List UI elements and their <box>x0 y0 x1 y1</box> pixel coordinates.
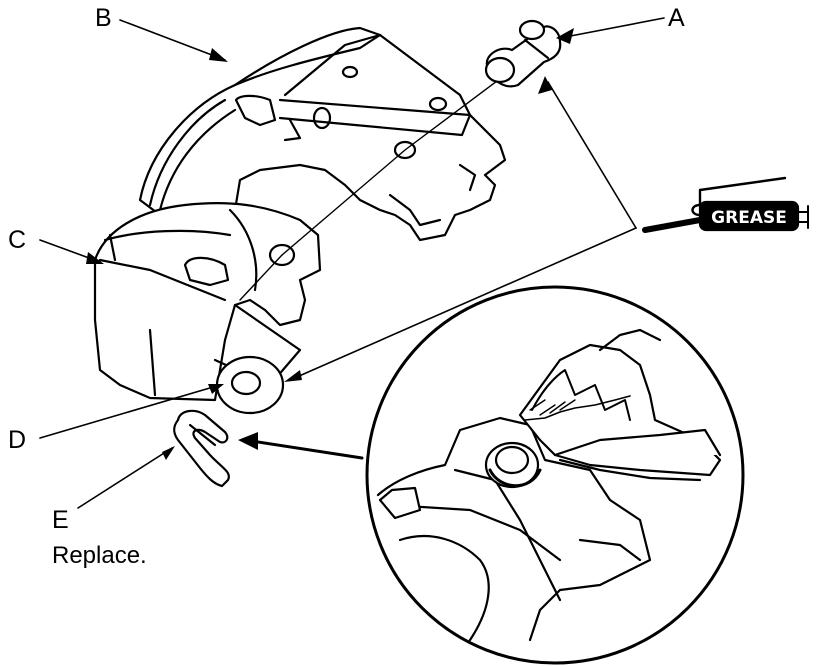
callout-e: E <box>52 506 69 534</box>
brake-shoe-c <box>93 202 322 402</box>
callout-a: A <box>668 4 685 32</box>
replace-note: Replace. <box>52 542 147 569</box>
brake-shoe-b <box>138 26 507 242</box>
retaining-clip-e <box>173 409 230 488</box>
callout-b: B <box>95 4 112 32</box>
leader-d <box>39 384 221 439</box>
leader-detail <box>243 438 364 460</box>
callout-d: D <box>8 426 27 454</box>
leader-grease-washer <box>289 227 637 381</box>
washer-d <box>215 355 285 415</box>
grease-label: GREASE <box>711 208 787 228</box>
grease-applicator <box>642 176 809 233</box>
pivot-pin-a <box>484 19 562 88</box>
leader-e <box>77 447 173 509</box>
leader-grease-pin <box>547 81 637 229</box>
leader-lines <box>39 17 665 509</box>
pivot-axis-line <box>281 59 526 256</box>
leader-a <box>559 17 665 39</box>
leader-b <box>119 19 226 61</box>
callout-c: C <box>8 226 27 254</box>
detail-magnifier <box>365 285 745 665</box>
arrow-heads <box>86 28 574 460</box>
pivot-axis-line-lower <box>239 254 283 301</box>
